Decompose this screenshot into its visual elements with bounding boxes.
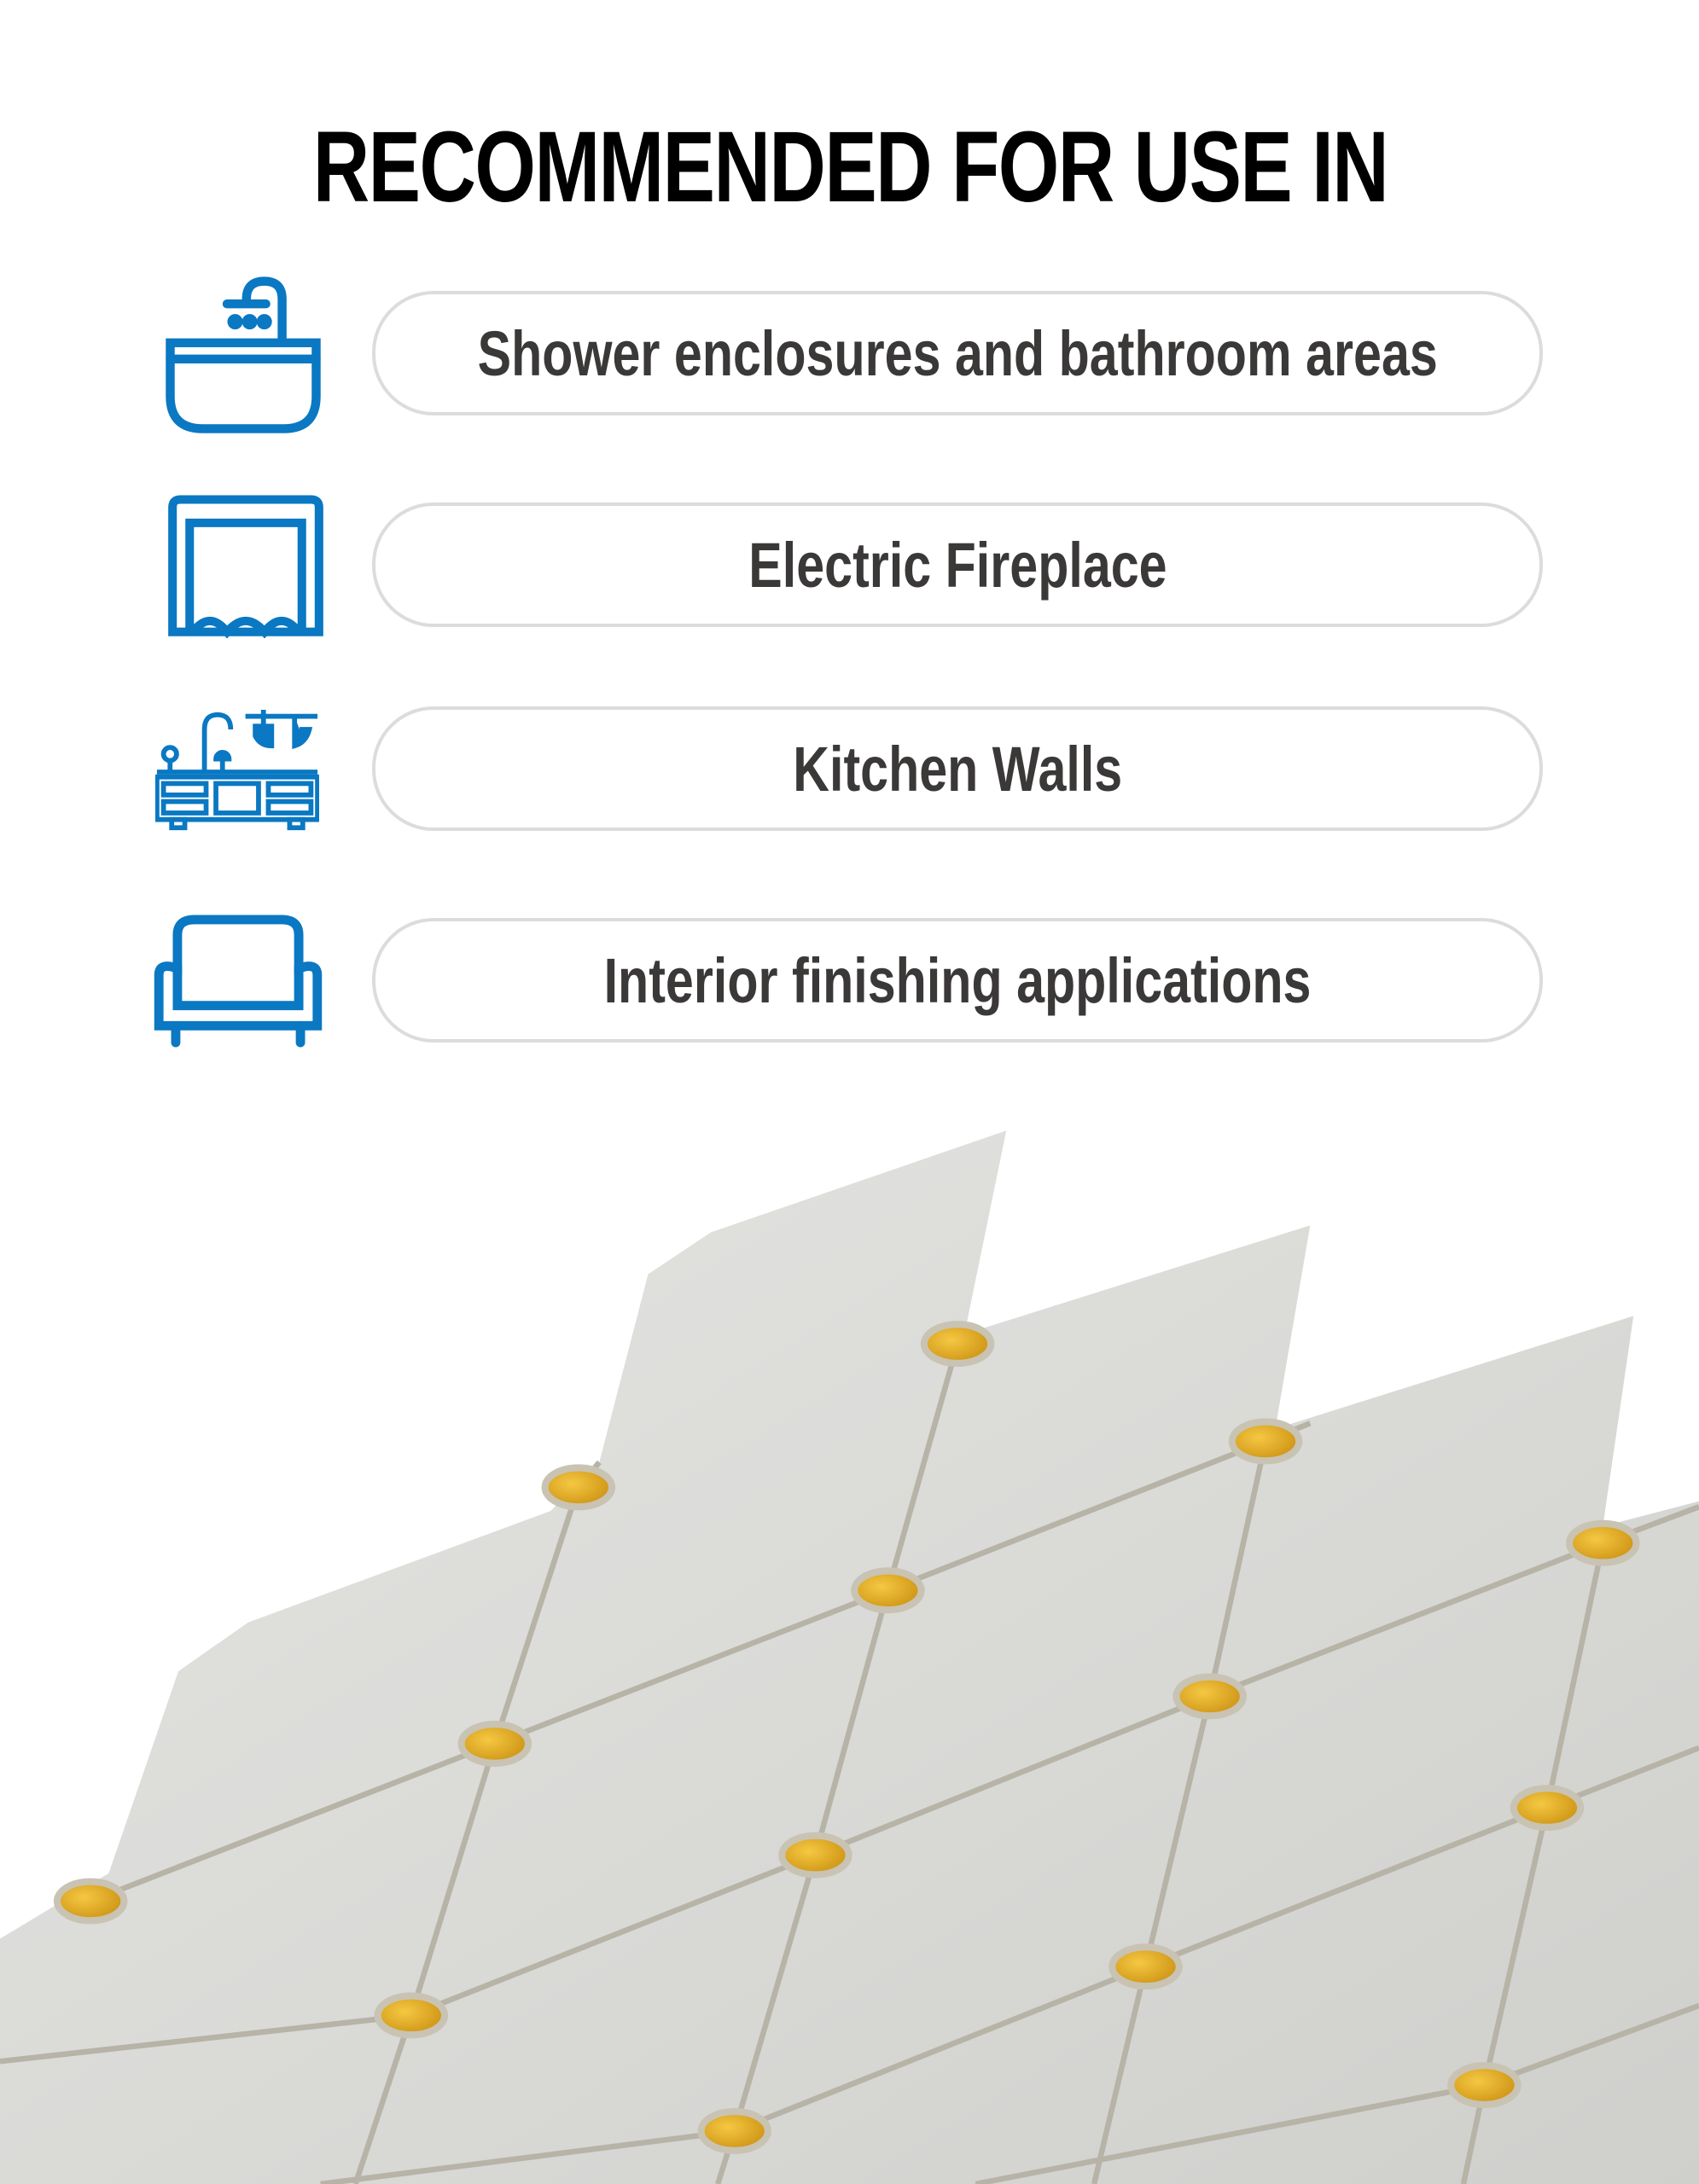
sofa-icon: [154, 915, 323, 1048]
use-item-label: Interior finishing applications: [603, 944, 1312, 1016]
use-item-fireplace: Electric Fireplace: [372, 502, 1543, 627]
use-item-interior: Interior finishing applications: [372, 918, 1543, 1043]
gold-dots: [53, 1321, 1640, 2154]
use-item-label: Shower enclosures and bathroom areas: [477, 317, 1438, 389]
use-item-label: Kitchen Walls: [793, 733, 1122, 804]
use-item-shower: Shower enclosures and bathroom areas: [372, 291, 1543, 415]
tile-sheet: [0, 1130, 1699, 2184]
kitchen-icon: [155, 710, 319, 831]
mosaic-tile-photo: [0, 1130, 1699, 2184]
use-item-label: Electric Fireplace: [748, 529, 1167, 601]
fireplace-icon: [168, 495, 323, 638]
bathtub-icon: [166, 276, 321, 433]
use-item-kitchen: Kitchen Walls: [372, 706, 1543, 831]
page-title: RECOMMENDED FOR USE IN: [312, 111, 1389, 224]
